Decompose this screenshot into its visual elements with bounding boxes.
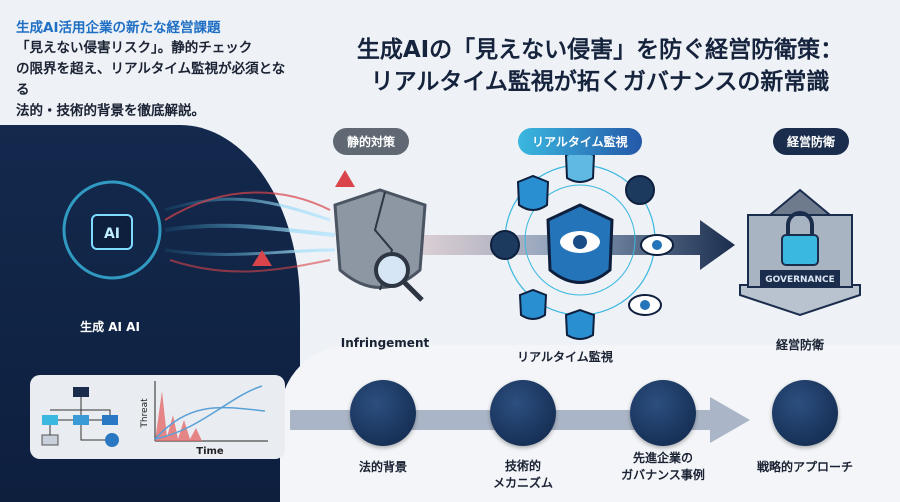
- intro-line: 「見えない侵害リスク」。静的チェック: [16, 40, 253, 56]
- monitoring-network: [490, 148, 674, 340]
- intro-text: 生成AI活用企業の新たな経営課題 「見えない侵害リスク」。静的チェック の限界を…: [16, 18, 286, 122]
- check-shield-icon: [516, 174, 550, 211]
- radar-icon: [490, 230, 520, 260]
- ai-brain-icon: AI: [62, 180, 162, 280]
- cracked-shield-icon: [333, 188, 427, 302]
- code-gear-icon: [490, 380, 556, 446]
- lock-icon: [781, 234, 819, 266]
- title-line-1: 生成AIの「見えない侵害」を防ぐ経営防衛策：: [356, 37, 844, 63]
- intro-line: 法的・技術的背景を徹底解説。: [16, 103, 205, 119]
- scales-icon: [350, 380, 416, 446]
- growth-chart-icon: [772, 380, 838, 446]
- data-streams: [164, 191, 336, 273]
- tag-realtime-monitoring: リアルタイム監視: [518, 128, 642, 155]
- shield-icon: [564, 148, 596, 183]
- caption-realtime: リアルタイム監視: [517, 350, 613, 364]
- caption-infringement: Infringement: [340, 336, 430, 350]
- flow-node: [73, 415, 89, 425]
- radar-icon: [625, 175, 655, 205]
- flow-node: [42, 415, 58, 425]
- step-case-studies: 先進企業のガバナンス事例: [621, 451, 705, 482]
- title-line-2: リアルタイム監視が拓くガバナンスの新常識: [370, 69, 830, 95]
- intro-line: の限界を超え、リアルタイム監視が必須となる: [16, 61, 286, 98]
- governance-castle-icon: GOVERNANCE: [739, 188, 861, 317]
- shield-icon: [518, 288, 548, 320]
- page-title: 生成AIの「見えない侵害」を防ぐ経営防衛策： リアルタイム監視が拓くガバナンスの…: [300, 34, 900, 98]
- handshake-globe-icon: [630, 380, 696, 446]
- step-legal: 法的背景: [358, 460, 407, 474]
- caption-defense: 経営防衛: [775, 338, 824, 352]
- intro-heading: 生成AI活用企業の新たな経営課題: [16, 20, 221, 36]
- flow-node: [102, 415, 118, 425]
- mini-chart-box: Threat Time: [30, 375, 285, 459]
- warning-icon: [335, 170, 355, 187]
- ai-chip-text: AI: [104, 226, 120, 242]
- warning-icon: [252, 250, 272, 266]
- ai-label: 生成 AI AI: [80, 320, 140, 334]
- flowchart-and-threat-chart: Threat Time: [41, 381, 268, 457]
- flow-illustration: AI GOVERNANCE: [62, 148, 861, 340]
- flow-node: [41, 434, 59, 446]
- tag-management-defense: 経営防衛: [773, 128, 850, 155]
- governance-sign: GOVERNANCE: [765, 275, 835, 285]
- step-technical: 技術的メカニズム: [492, 459, 553, 490]
- shield-icon: [564, 308, 596, 340]
- flow-node: [105, 433, 119, 447]
- chart-ylabel: Threat: [140, 398, 150, 429]
- magnifier-icon: [374, 252, 410, 288]
- threat-line: [154, 406, 266, 440]
- flow-node: [73, 387, 89, 397]
- threat-spikes: [155, 391, 202, 441]
- step-strategy: 戦略的アプローチ: [756, 460, 853, 474]
- chart-xlabel: Time: [196, 446, 224, 457]
- threat-line: [154, 385, 263, 440]
- tag-static-measures: 静的対策: [333, 128, 410, 155]
